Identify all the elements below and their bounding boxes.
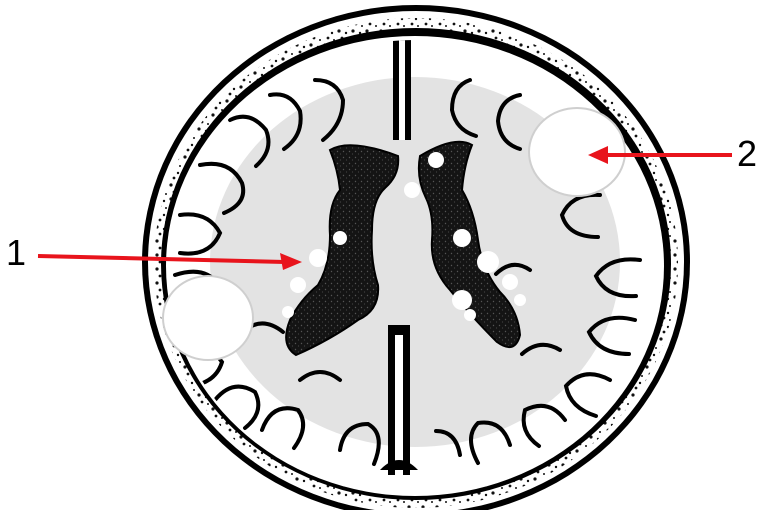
lesion-left-parietal: [163, 276, 253, 360]
callout-label-2: 2: [737, 136, 757, 172]
lesion-right-frontal: [529, 108, 625, 196]
callout-label-1: 1: [6, 235, 26, 271]
